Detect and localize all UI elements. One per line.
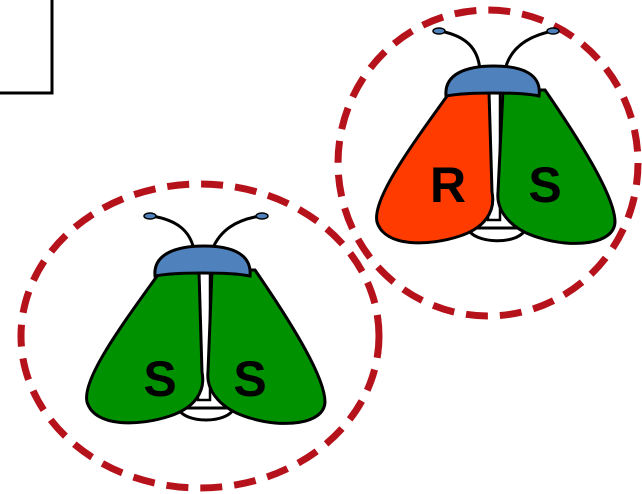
left-wing-label: S	[143, 351, 176, 407]
antenna-left-tip	[432, 27, 446, 35]
left-wing-label: R	[430, 157, 466, 213]
antenna-right	[503, 29, 554, 71]
corner-box	[0, 0, 54, 95]
moth-head	[444, 64, 541, 98]
antenna-left-tip	[143, 212, 157, 220]
antenna-left	[151, 214, 196, 251]
group-circle-ss	[17, 180, 383, 492]
left-wing	[85, 270, 205, 425]
antenna-right	[210, 214, 261, 251]
abdomen	[466, 226, 529, 243]
antenna-right-tip	[546, 27, 560, 35]
antenna-right-tip	[255, 212, 269, 220]
moth-ss: S S	[85, 212, 327, 425]
left-wing	[375, 90, 495, 245]
right-wing-label: S	[233, 351, 266, 407]
group-circle-rs	[334, 6, 642, 320]
right-wing	[496, 88, 617, 245]
moth-rs: R S	[375, 27, 617, 245]
antenna-left	[439, 29, 482, 71]
right-wing-label: S	[528, 157, 561, 213]
moth-head	[153, 244, 252, 278]
right-wing	[206, 268, 327, 425]
